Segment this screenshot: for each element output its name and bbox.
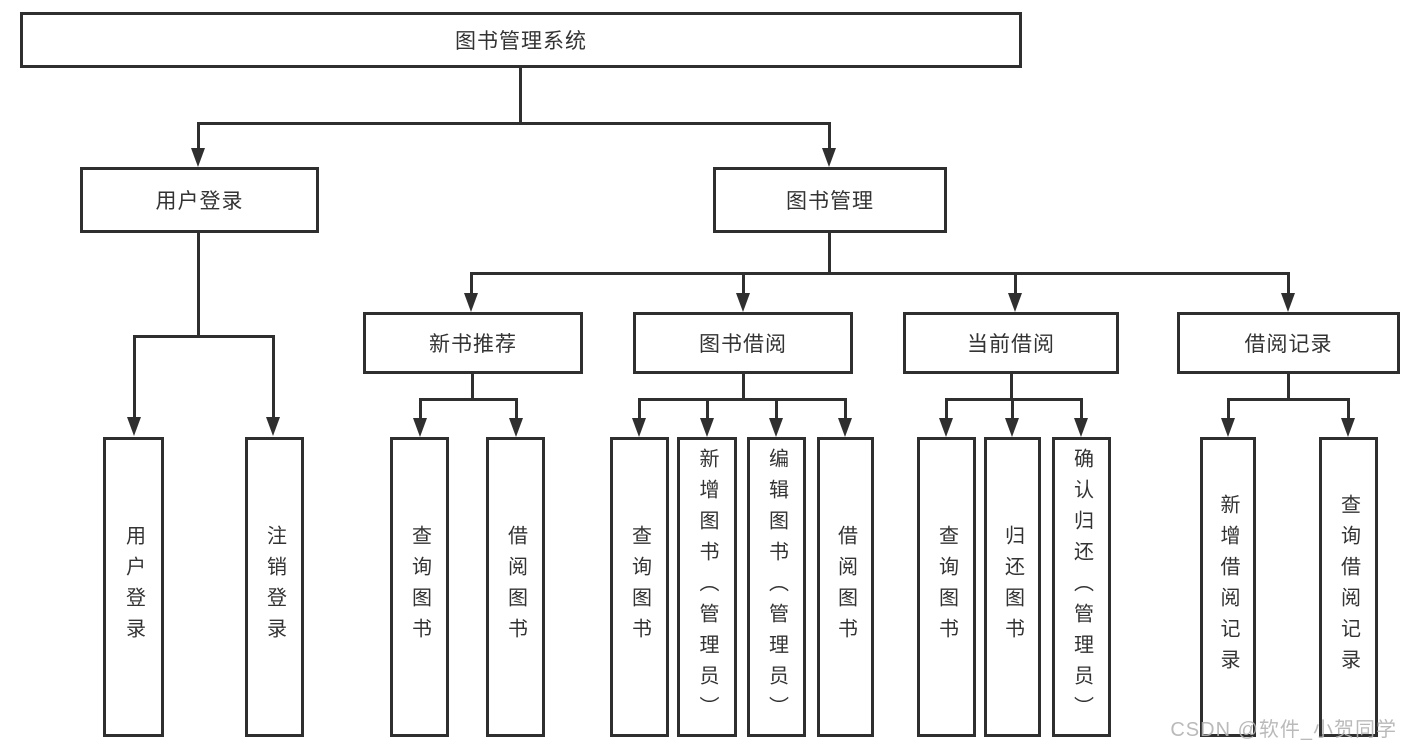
arrowhead-down-icon [509, 418, 523, 437]
node-book-management: 图书管理 [713, 167, 947, 233]
arrowhead-down-icon [1341, 418, 1355, 437]
leaf-query-books-borrow: 查询图书 [610, 437, 669, 737]
node-book-borrow: 图书借阅 [633, 312, 853, 374]
connector-current-drop-1 [945, 398, 948, 420]
leaf-return-books-label: 归还图书 [1001, 525, 1024, 649]
connector-borrow-stem [742, 372, 745, 400]
arrowhead-down-icon [1005, 418, 1019, 437]
connector-records-branch [1227, 398, 1350, 401]
node-current-borrow-label: 当前借阅 [967, 333, 1055, 356]
node-user-login: 用户登录 [80, 167, 319, 233]
connector-records-stem [1287, 372, 1290, 400]
connector-l3-drop-2 [742, 272, 745, 294]
arrowhead-down-icon [700, 418, 714, 437]
node-root: 图书管理系统 [20, 12, 1022, 68]
arrowhead-down-icon [127, 417, 141, 436]
connector-recommend-branch [419, 398, 518, 401]
connector-current-drop-2 [1011, 398, 1014, 420]
connector-login-drop-2 [272, 335, 275, 417]
connector-l2-drop-right [828, 122, 831, 150]
leaf-query-books-recommend-label: 查询图书 [408, 525, 431, 649]
connector-recommend-stem [471, 372, 474, 400]
connector-borrow-branch [638, 398, 847, 401]
node-borrow-records-label: 借阅记录 [1244, 333, 1333, 356]
leaf-query-books-recommend: 查询图书 [390, 437, 449, 737]
arrowhead-down-icon [939, 418, 953, 437]
arrowhead-down-icon [266, 417, 280, 436]
arrowhead-down-icon [1221, 418, 1235, 437]
leaf-logout: 注销登录 [245, 437, 304, 737]
connector-login-drop-1 [133, 335, 136, 417]
arrowhead-down-icon [464, 293, 478, 312]
leaf-confirm-return-admin: 确认归还（管理员） [1052, 437, 1111, 737]
leaf-logout-label: 注销登录 [263, 525, 286, 649]
connector-current-branch [945, 398, 1083, 401]
arrowhead-down-icon [822, 148, 836, 167]
node-book-management-label: 图书管理 [786, 190, 874, 213]
connector-records-drop-2 [1347, 398, 1350, 420]
connector-borrow-drop-2 [706, 398, 709, 420]
connector-mgmt-stem [828, 231, 831, 274]
arrowhead-down-icon [769, 418, 783, 437]
leaf-add-borrow-record-label: 新增借阅记录 [1217, 494, 1239, 680]
node-new-book-recommend-label: 新书推荐 [429, 333, 517, 356]
node-book-borrow-label: 图书借阅 [699, 333, 787, 356]
leaf-query-books-current-label: 查询图书 [935, 525, 958, 649]
connector-recommend-drop-2 [515, 398, 518, 420]
leaf-query-books-borrow-label: 查询图书 [628, 525, 651, 649]
leaf-add-borrow-record: 新增借阅记录 [1200, 437, 1256, 737]
connector-recommend-drop-1 [419, 398, 422, 420]
connector-current-stem [1010, 372, 1013, 400]
arrowhead-down-icon [632, 418, 646, 437]
connector-l2-drop-left [197, 122, 200, 150]
arrowhead-down-icon [838, 418, 852, 437]
node-borrow-records: 借阅记录 [1177, 312, 1400, 374]
leaf-confirm-return-admin-label: 确认归还（管理员） [1070, 447, 1093, 727]
connector-root-stem [519, 66, 522, 122]
connector-records-drop-1 [1227, 398, 1230, 420]
leaf-edit-book-admin: 编辑图书（管理员） [747, 437, 806, 737]
leaf-borrow-books: 借阅图书 [817, 437, 874, 737]
arrowhead-down-icon [413, 418, 427, 437]
node-current-borrow: 当前借阅 [903, 312, 1119, 374]
leaf-query-books-current: 查询图书 [917, 437, 976, 737]
connector-borrow-drop-4 [844, 398, 847, 420]
leaf-add-book-admin: 新增图书（管理员） [677, 437, 737, 737]
arrowhead-down-icon [1074, 418, 1088, 437]
connector-l2-branch [197, 122, 831, 125]
leaf-edit-book-admin-label: 编辑图书（管理员） [765, 447, 788, 727]
arrowhead-down-icon [1008, 293, 1022, 312]
arrowhead-down-icon [191, 148, 205, 167]
connector-borrow-drop-3 [775, 398, 778, 420]
connector-l3-drop-4 [1287, 272, 1290, 294]
leaf-borrow-books-label: 借阅图书 [834, 525, 857, 649]
leaf-user-login: 用户登录 [103, 437, 164, 737]
leaf-query-borrow-record: 查询借阅记录 [1319, 437, 1378, 737]
arrowhead-down-icon [736, 293, 750, 312]
connector-current-drop-3 [1080, 398, 1083, 420]
leaf-return-books: 归还图书 [984, 437, 1041, 737]
leaf-query-borrow-record-label: 查询借阅记录 [1337, 494, 1360, 680]
watermark-text: CSDN @软件_小贺同学 [1170, 719, 1397, 741]
leaf-borrow-books-recommend-label: 借阅图书 [504, 525, 527, 649]
connector-login-branch [133, 335, 275, 338]
connector-l3-drop-1 [470, 272, 473, 294]
leaf-borrow-books-recommend: 借阅图书 [486, 437, 545, 737]
leaf-user-login-label: 用户登录 [122, 525, 145, 649]
node-root-label: 图书管理系统 [455, 30, 587, 53]
connector-borrow-drop-1 [638, 398, 641, 420]
node-user-login-label: 用户登录 [155, 190, 244, 213]
node-new-book-recommend: 新书推荐 [363, 312, 583, 374]
leaf-add-book-admin-label: 新增图书（管理员） [696, 447, 718, 727]
connector-login-stem [197, 231, 200, 337]
connector-l3-branch [470, 272, 1290, 275]
arrowhead-down-icon [1281, 293, 1295, 312]
connector-l3-drop-3 [1014, 272, 1017, 294]
